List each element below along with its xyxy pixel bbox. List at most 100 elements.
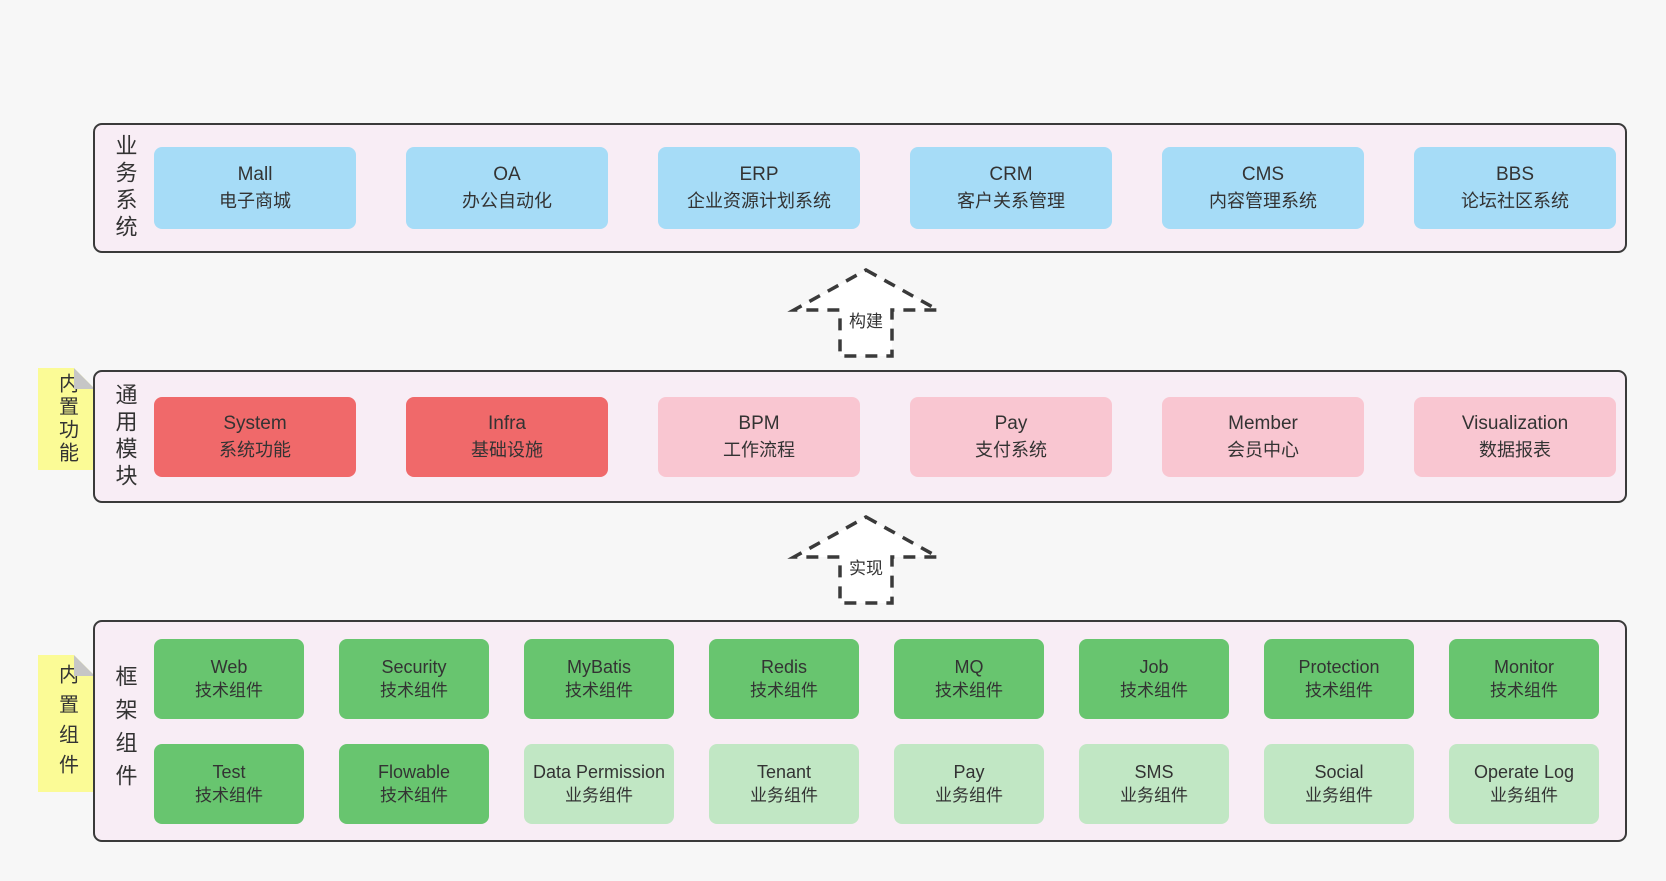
components-rows: Web 技术组件 Security 技术组件 MyBatis 技术组件 Redi… (154, 622, 1625, 840)
box-mall: Mall 电子商城 (154, 147, 356, 229)
implement-arrow-label: 实现 (845, 553, 887, 580)
box-desc: 技术组件 (1305, 680, 1373, 700)
box-name: MyBatis (566, 656, 631, 677)
box-name: Redis (760, 656, 808, 677)
box-visualization: Visualization 数据报表 (1414, 396, 1616, 477)
box-name: ERP (739, 164, 779, 185)
box-name: Operate Log (1473, 761, 1575, 782)
box-pay-module: Pay 支付系统 (910, 396, 1112, 477)
box-name: Social (1314, 761, 1364, 782)
box-name: Pay (994, 412, 1028, 434)
box-name: Security (381, 656, 447, 677)
box-name: CRM (989, 164, 1033, 185)
box-desc: 支付系统 (975, 439, 1047, 460)
box-redis: Redis 技术组件 (709, 638, 859, 719)
box-desc: 系统功能 (219, 439, 291, 460)
box-desc: 电子商城 (219, 191, 291, 211)
box-name: Test (212, 761, 246, 782)
box-desc: 客户关系管理 (957, 191, 1065, 211)
box-monitor: Monitor 技术组件 (1449, 638, 1599, 719)
box-desc: 技术组件 (195, 680, 263, 700)
box-infra: Infra 基础设施 (406, 396, 608, 477)
box-name: MQ (954, 656, 984, 677)
box-tenant: Tenant 业务组件 (709, 743, 859, 824)
box-cms: CMS 内容管理系统 (1162, 147, 1364, 229)
panel-framework-components: 框架组件 Web 技术组件 Security 技术组件 MyBatis 技术组件… (93, 620, 1627, 842)
box-bbs: BBS 论坛社区系统 (1414, 147, 1616, 229)
box-desc: 技术组件 (1120, 680, 1188, 700)
panel-business-systems-label: 业务系统 (112, 134, 138, 242)
box-desc: 数据报表 (1479, 439, 1551, 460)
box-name: Infra (487, 412, 527, 434)
sticky-note-label: 内置组件 (55, 663, 78, 784)
box-name: Tenant (756, 761, 812, 782)
sticky-note-label: 内置功能 (55, 373, 78, 465)
box-mq: MQ 技术组件 (894, 638, 1044, 719)
sticky-fold-corner (74, 368, 95, 389)
box-desc: 技术组件 (380, 680, 448, 700)
box-operate-log: Operate Log 业务组件 (1449, 743, 1599, 824)
box-desc: 技术组件 (1490, 680, 1558, 700)
box-data-permission: Data Permission 业务组件 (524, 743, 674, 824)
box-name: SMS (1134, 761, 1174, 782)
box-system: System 系统功能 (154, 396, 356, 477)
box-name: Web (210, 656, 248, 677)
box-crm: CRM 客户关系管理 (910, 147, 1112, 229)
sticky-note-built-in-components: 内置组件 (38, 655, 95, 792)
box-social: Social 业务组件 (1264, 743, 1414, 824)
box-member: Member 会员中心 (1162, 396, 1364, 477)
build-arrow-label: 构建 (845, 306, 887, 333)
box-name: Flowable (377, 761, 451, 782)
build-arrow: 构建 (786, 266, 946, 360)
box-web: Web 技术组件 (154, 638, 304, 719)
box-desc: 技术组件 (750, 680, 818, 700)
box-name: Data Permission (532, 761, 666, 782)
box-desc: 论坛社区系统 (1461, 191, 1569, 211)
sticky-note-built-in-features: 内置功能 (38, 368, 95, 470)
box-desc: 业务组件 (1120, 785, 1188, 805)
box-desc: 技术组件 (935, 680, 1003, 700)
panel-framework-components-label: 框架组件 (112, 665, 138, 797)
components-row-2: Test 技术组件 Flowable 技术组件 Data Permission … (154, 743, 1625, 824)
box-sms: SMS 业务组件 (1079, 743, 1229, 824)
box-name: Member (1228, 412, 1298, 434)
panel-common-modules: 通用模块 System 系统功能 Infra 基础设施 BPM 工作流程 Pay… (93, 370, 1627, 503)
box-test: Test 技术组件 (154, 743, 304, 824)
box-name: Visualization (1461, 412, 1569, 434)
box-name: System (223, 412, 287, 434)
box-flowable: Flowable 技术组件 (339, 743, 489, 824)
modules-boxes-row: System 系统功能 Infra 基础设施 BPM 工作流程 Pay 支付系统… (154, 372, 1625, 501)
box-protection: Protection 技术组件 (1264, 638, 1414, 719)
business-boxes-row: Mall 电子商城 OA 办公自动化 ERP 企业资源计划系统 CRM 客户关系… (154, 125, 1625, 251)
box-desc: 技术组件 (565, 680, 633, 700)
box-name: Pay (953, 761, 985, 782)
box-name: Mall (237, 164, 273, 185)
box-job: Job 技术组件 (1079, 638, 1229, 719)
box-security: Security 技术组件 (339, 638, 489, 719)
box-desc: 业务组件 (1305, 785, 1373, 805)
sticky-fold-corner (74, 655, 95, 676)
panel-common-modules-label: 通用模块 (112, 382, 138, 491)
box-oa: OA 办公自动化 (406, 147, 608, 229)
box-desc: 内容管理系统 (1209, 191, 1317, 211)
box-desc: 基础设施 (471, 439, 543, 460)
box-mybatis: MyBatis 技术组件 (524, 638, 674, 719)
box-name: Monitor (1493, 656, 1555, 677)
box-name: Job (1139, 656, 1169, 677)
box-name: OA (493, 164, 521, 185)
box-desc: 技术组件 (380, 785, 448, 805)
box-bpm: BPM 工作流程 (658, 396, 860, 477)
panel-business-systems: 业务系统 Mall 电子商城 OA 办公自动化 ERP 企业资源计划系统 CRM… (93, 123, 1627, 253)
box-desc: 办公自动化 (462, 191, 552, 211)
box-name: BPM (738, 412, 780, 434)
box-name: Protection (1298, 656, 1380, 677)
box-desc: 技术组件 (195, 785, 263, 805)
box-desc: 工作流程 (723, 439, 795, 460)
box-desc: 业务组件 (1490, 785, 1558, 805)
implement-arrow: 实现 (786, 513, 946, 607)
box-name: CMS (1241, 164, 1285, 185)
box-erp: ERP 企业资源计划系统 (658, 147, 860, 229)
box-desc: 业务组件 (935, 785, 1003, 805)
box-pay-component: Pay 业务组件 (894, 743, 1044, 824)
